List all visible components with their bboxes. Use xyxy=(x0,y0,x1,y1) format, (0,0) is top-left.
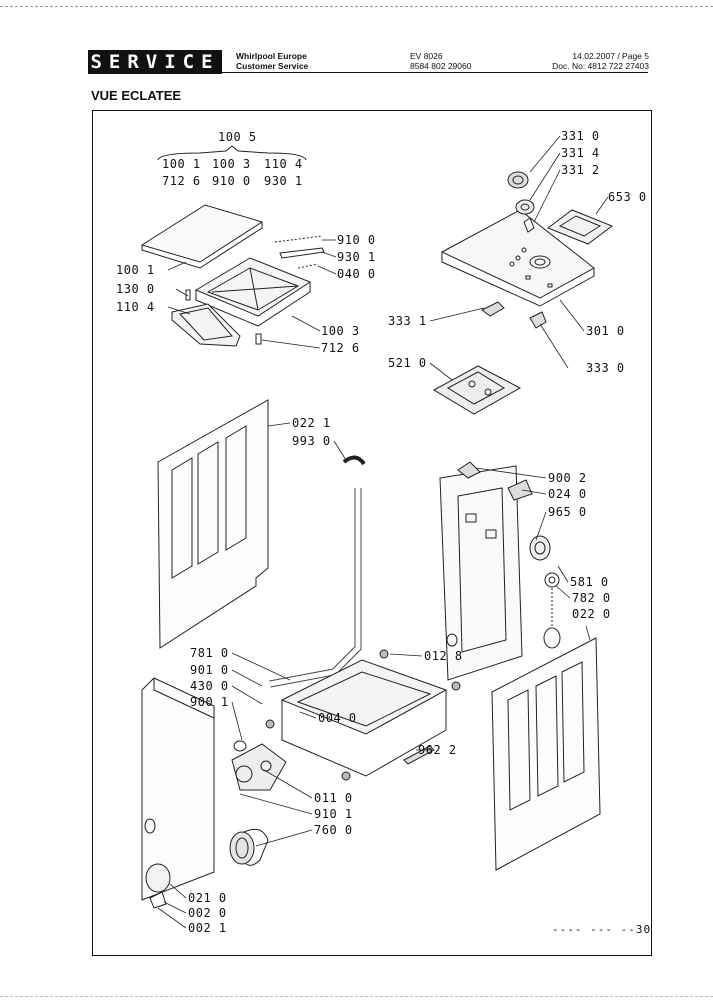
part-3330 xyxy=(529,311,547,329)
part-label: 012 8 xyxy=(424,649,463,663)
part-label: 521 0 xyxy=(388,356,427,370)
control-console-part xyxy=(440,171,595,307)
group-row1-item-2: 100 3 xyxy=(212,157,251,171)
company-name: Whirlpool Europe xyxy=(236,51,307,61)
filter-cap-part xyxy=(145,863,171,909)
part-label: 430 0 xyxy=(190,679,229,693)
rear-panel-part xyxy=(439,461,533,681)
part-label: 022 1 xyxy=(292,416,331,430)
group-row2-item-1: 712 6 xyxy=(162,174,201,188)
top-frame-part xyxy=(185,257,312,327)
part-label: 024 0 xyxy=(548,487,587,501)
part-label: 653 0 xyxy=(608,190,647,204)
part-label: 993 0 xyxy=(292,434,331,448)
group-assembly-label: 100 5 xyxy=(218,130,257,144)
part-label: 930 1 xyxy=(337,250,376,264)
part-label: 965 0 xyxy=(548,505,587,519)
part-label: 333 0 xyxy=(586,361,625,375)
bottom-dashed-border xyxy=(0,996,713,997)
part-5210 xyxy=(432,365,522,415)
section-title: VUE ECLATEE xyxy=(91,88,182,103)
top-dashed-border xyxy=(0,6,713,7)
part-label: 900 2 xyxy=(548,471,587,485)
product-code: 8584 802 29060 xyxy=(410,61,472,71)
model-block: EV 8026 8584 802 29060 xyxy=(410,51,471,71)
exploded-view-frame xyxy=(92,110,652,956)
rod-9301 xyxy=(279,247,325,259)
part-label: 022 0 xyxy=(572,607,611,621)
leader-lines xyxy=(157,135,609,929)
pump-assembly-part xyxy=(231,740,287,791)
model-number: EV 8026 xyxy=(410,51,443,61)
drain-hose-part xyxy=(269,455,366,688)
part-label: 100 3 xyxy=(321,324,360,338)
part-label: 910 1 xyxy=(314,807,353,821)
part-label: 021 0 xyxy=(188,891,227,905)
group-row1-item-1: 100 1 xyxy=(162,157,201,171)
part-label: 781 0 xyxy=(190,646,229,660)
document-number: Doc. No: 4812 722 27403 xyxy=(552,61,649,71)
part-label: 004 0 xyxy=(318,711,357,725)
group-row2-item-2: 910 0 xyxy=(212,174,251,188)
left-side-panel-part xyxy=(157,399,269,649)
header-rule xyxy=(88,72,648,73)
footer-code: ---- --- --30 xyxy=(552,923,652,936)
front-control-panel-part xyxy=(171,303,241,347)
part-label: 581 0 xyxy=(570,575,609,589)
department-name: Customer Service xyxy=(236,61,309,71)
doc-block: 14.02.2007 / Page 5 Doc. No: 4812 722 27… xyxy=(552,51,649,71)
part-label: 901 0 xyxy=(190,663,229,677)
group-row1-item-3: 110 4 xyxy=(264,157,303,171)
company-block: Whirlpool Europe Customer Service xyxy=(236,51,308,71)
part-label: 331 4 xyxy=(561,146,600,160)
part-label: 910 0 xyxy=(337,233,376,247)
bracket-6530-part xyxy=(546,209,614,245)
group-brace xyxy=(157,145,307,161)
rod-9100 xyxy=(274,235,323,243)
part-label: 782 0 xyxy=(572,591,611,605)
part-label: 333 1 xyxy=(388,314,427,328)
part-label: 110 4 xyxy=(116,300,155,314)
small-part-7126 xyxy=(255,333,262,345)
group-row2-item-3: 930 1 xyxy=(264,174,303,188)
part-label: 712 6 xyxy=(321,341,360,355)
front-panel-part xyxy=(141,677,215,901)
service-badge: SERVICE xyxy=(88,50,222,74)
date-page: 14.02.2007 / Page 5 xyxy=(572,51,649,61)
pulley-5810-part xyxy=(529,535,561,649)
part-label: 002 1 xyxy=(188,921,227,935)
part-label: 301 0 xyxy=(586,324,625,338)
part-3331 xyxy=(481,301,505,317)
part-label: 962 2 xyxy=(418,743,457,757)
part-label: 100 1 xyxy=(116,263,155,277)
part-label: 011 0 xyxy=(314,791,353,805)
filter-7600-part xyxy=(229,828,269,866)
part-label: 002 0 xyxy=(188,906,227,920)
part-label: 130 0 xyxy=(116,282,155,296)
part-label: 900 1 xyxy=(190,695,229,709)
right-side-panel-part xyxy=(491,637,601,871)
part-label: 331 0 xyxy=(561,129,600,143)
part-label: 331 2 xyxy=(561,163,600,177)
base-frame-part xyxy=(265,649,461,781)
part-label: 040 0 xyxy=(337,267,376,281)
top-lid-part xyxy=(140,204,264,269)
part-label: 760 0 xyxy=(314,823,353,837)
